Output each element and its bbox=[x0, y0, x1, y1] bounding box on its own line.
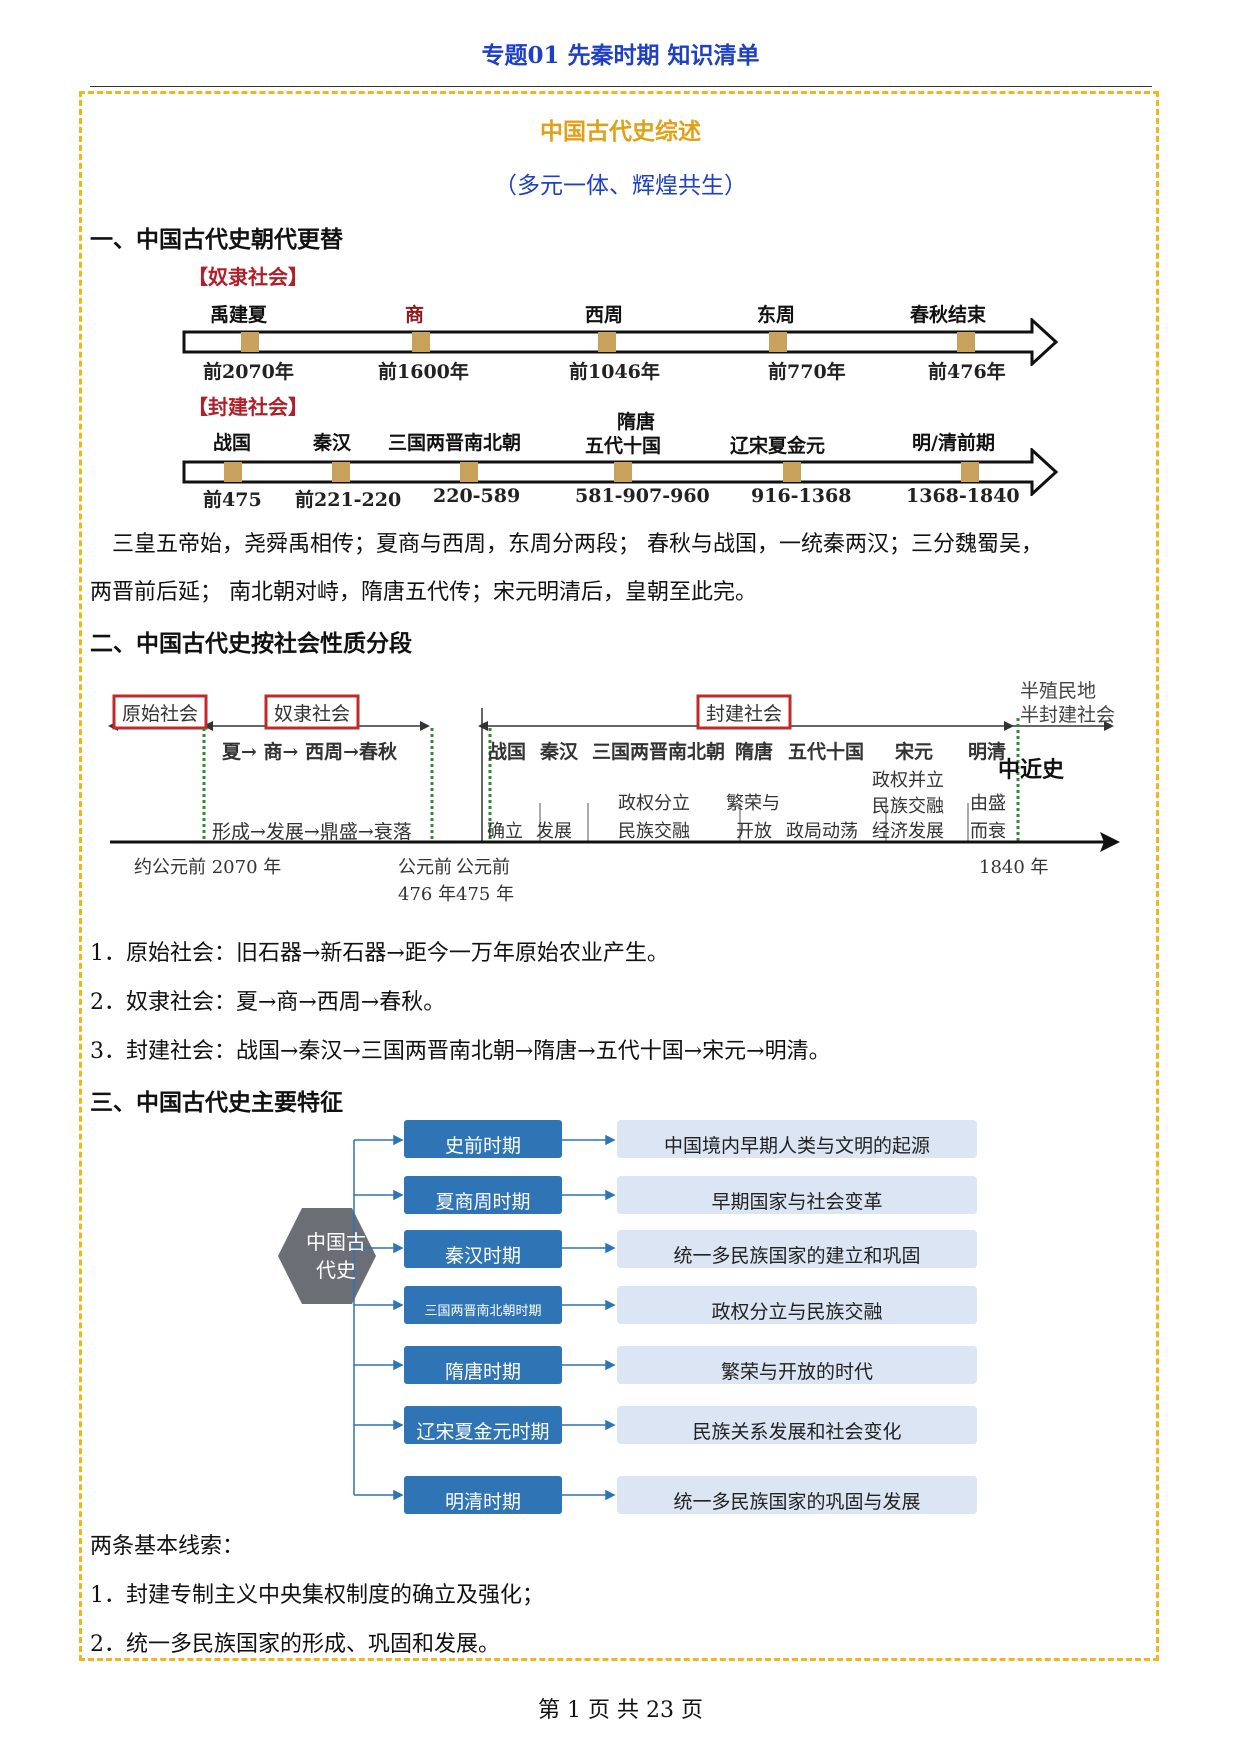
modern-history-label: 中近史 bbox=[998, 757, 1065, 783]
feature-box-2: 统一多民族国家的建立和巩固 bbox=[673, 1245, 921, 1267]
box-feudal: 封建社会 bbox=[706, 703, 783, 725]
timeline1-tag: 【奴隶社会】 bbox=[188, 265, 308, 289]
stage-queli: 确立 bbox=[487, 821, 523, 842]
timeline2-label-suitang: 隋唐 bbox=[617, 411, 656, 433]
timeline1-year-1: 前1600年 bbox=[378, 361, 469, 383]
timeline2-label-wudai: 五代十国 bbox=[585, 435, 662, 457]
axis-label-476: 476 年 bbox=[398, 884, 457, 905]
timeline2-year-0: 前475 bbox=[203, 489, 262, 511]
clues-title: 两条基本线索： bbox=[90, 1534, 245, 1559]
box-slave: 奴隶社会 bbox=[274, 703, 351, 725]
feudal-songyuan: 宋元 bbox=[895, 741, 934, 763]
stage-ershuai: 而衰 bbox=[970, 821, 1006, 842]
feature-box-4: 繁荣与开放的时代 bbox=[720, 1361, 873, 1383]
rhyme-line-1: 三皇五帝始，尧舜禹相传；夏商与西周，东周分两段； 春秋与战国，一统秦两汉；三分魏… bbox=[112, 532, 1043, 557]
section1-heading: 一、中国古代史朝代更替 bbox=[90, 226, 343, 253]
semi-colonial-1: 半殖民地 bbox=[1020, 680, 1097, 702]
period-box-qinhan: 秦汉时期 bbox=[444, 1245, 521, 1267]
center-node-line1: 中国古 bbox=[306, 1230, 366, 1254]
stage-jiaorong: 民族交融 bbox=[872, 796, 944, 817]
page-footer: 第 1 页 共 23 页 bbox=[538, 1698, 703, 1723]
timeline1-year-2: 前1046年 bbox=[569, 361, 660, 383]
timeline1-label-chunqiu: 春秋结束 bbox=[910, 304, 987, 326]
slave-stages: 形成→发展→鼎盛→衰落 bbox=[212, 821, 412, 843]
timeline1-arrow bbox=[182, 318, 1059, 366]
features-diagram bbox=[278, 1120, 977, 1514]
stage-fanrong: 繁荣与 bbox=[726, 793, 780, 814]
feature-box-6: 统一多民族国家的巩固与发展 bbox=[673, 1491, 921, 1513]
stage-zhengquan: 政权分立 bbox=[618, 793, 690, 814]
stage-minzu: 民族交融 bbox=[618, 821, 690, 842]
feudal-wudai: 五代十国 bbox=[788, 741, 865, 763]
clue-1: 1．封建专制主义中央集权制度的确立及强化； bbox=[90, 1583, 544, 1608]
period-box-prehistory: 史前时期 bbox=[444, 1135, 521, 1157]
document-subtitle: （多元一体、辉煌共生） bbox=[494, 173, 747, 199]
society-item-1: 1．原始社会：旧石器→新石器→距今一万年原始农业产生。 bbox=[90, 941, 669, 966]
stage-kaifang: 开放 bbox=[736, 821, 772, 842]
stage-yousheng: 由盛 bbox=[970, 793, 1006, 814]
timeline1-label-shang: 商 bbox=[405, 304, 425, 326]
document-title: 中国古代史综述 bbox=[540, 118, 701, 145]
feudal-suitang: 隋唐 bbox=[735, 741, 774, 763]
section2-heading: 二、中国古代史按社会性质分段 bbox=[90, 630, 412, 657]
period-box-suitang: 隋唐时期 bbox=[444, 1361, 521, 1383]
period-box-liaosong: 辽宋夏金元时期 bbox=[416, 1421, 550, 1443]
timeline1-label-xizhou: 西周 bbox=[585, 304, 624, 326]
stage-fazhan: 发展 bbox=[536, 821, 572, 842]
feudal-sanguo: 三国两晋南北朝 bbox=[592, 741, 726, 763]
box-primitive: 原始社会 bbox=[122, 703, 199, 725]
timeline2-arrow bbox=[182, 448, 1059, 496]
feature-box-5: 民族关系发展和社会变化 bbox=[692, 1421, 902, 1443]
timeline2-label-qinhan: 秦汉 bbox=[313, 432, 352, 454]
header-rule bbox=[90, 86, 1152, 87]
period-box-sanguo: 三国两晋南北朝时期 bbox=[424, 1304, 542, 1319]
society-item-3: 3．封建社会：战国→秦汉→三国两晋南北朝→隋唐→五代十国→宋元→明清。 bbox=[90, 1039, 831, 1064]
society-item-2: 2．奴隶社会：夏→商→西周→春秋。 bbox=[90, 990, 446, 1015]
axis-label-bc-2: 公元前 bbox=[456, 857, 510, 878]
timeline1-year-3: 前770年 bbox=[768, 361, 846, 383]
society-periods-diagram bbox=[108, 694, 1120, 852]
timeline1-year-0: 前2070年 bbox=[203, 361, 294, 383]
timeline2-year-5: 1368-1840 bbox=[906, 485, 1020, 507]
axis-label-475: 475 年 bbox=[456, 884, 515, 905]
timeline2-label-liaosong: 辽宋夏金元 bbox=[730, 435, 826, 457]
page-header: 专题01 先秦时期 知识清单 bbox=[481, 42, 760, 69]
section3-heading: 三、中国古代史主要特征 bbox=[90, 1089, 343, 1116]
timeline2-year-2: 220-589 bbox=[433, 485, 521, 507]
center-node: 中国古 代史 bbox=[278, 1228, 394, 1284]
timeline1-label-xia: 禹建夏 bbox=[210, 304, 268, 326]
timeline2-tag: 【封建社会】 bbox=[188, 395, 308, 419]
axis-label-bc-1: 公元前 bbox=[398, 857, 452, 878]
axis-label-1840: 1840 年 bbox=[979, 857, 1049, 878]
content-frame bbox=[79, 91, 1159, 1661]
period-box-mingqing: 明清时期 bbox=[444, 1491, 521, 1513]
feudal-zhanguo: 战国 bbox=[488, 741, 527, 763]
timeline2-year-1: 前221-220 bbox=[295, 489, 402, 511]
rhyme-line-2: 两晋前后延； 南北朝对峙，隋唐五代传；宋元明清后，皇朝至此完。 bbox=[90, 580, 757, 605]
timeline1-label-dongzhou: 东周 bbox=[757, 304, 796, 326]
feudal-mingqing: 明清 bbox=[968, 741, 1007, 763]
stage-dongdang: 政局动荡 bbox=[786, 821, 858, 842]
feature-box-3: 政权分立与民族交融 bbox=[711, 1301, 883, 1323]
semi-colonial-2: 半封建社会 bbox=[1020, 704, 1116, 726]
slave-dynasties: 夏→ 商→ 西周→春秋 bbox=[222, 741, 397, 763]
timeline2-label-mingqing: 明/清前期 bbox=[912, 432, 995, 454]
stage-bingli: 政权并立 bbox=[872, 770, 944, 791]
clue-2: 2．统一多民族国家的形成、巩固和发展。 bbox=[90, 1632, 500, 1657]
feature-box-1: 早期国家与社会变革 bbox=[711, 1191, 883, 1213]
stage-jingji: 经济发展 bbox=[872, 821, 944, 842]
timeline1-year-4: 前476年 bbox=[928, 361, 1006, 383]
axis-label-2070: 约公元前 2070 年 bbox=[134, 857, 282, 878]
center-node-line2: 代史 bbox=[316, 1258, 356, 1282]
feature-box-0: 中国境内早期人类与文明的起源 bbox=[663, 1135, 930, 1157]
feudal-qinhan: 秦汉 bbox=[540, 741, 579, 763]
timeline2-label-zhanguo: 战国 bbox=[213, 432, 252, 454]
period-box-xiashangzhou: 夏商周时期 bbox=[435, 1191, 531, 1213]
timeline2-label-sanguo: 三国两晋南北朝 bbox=[388, 432, 522, 454]
timeline2-year-3: 581-907-960 bbox=[575, 485, 710, 507]
timeline2-year-4: 916-1368 bbox=[751, 485, 852, 507]
